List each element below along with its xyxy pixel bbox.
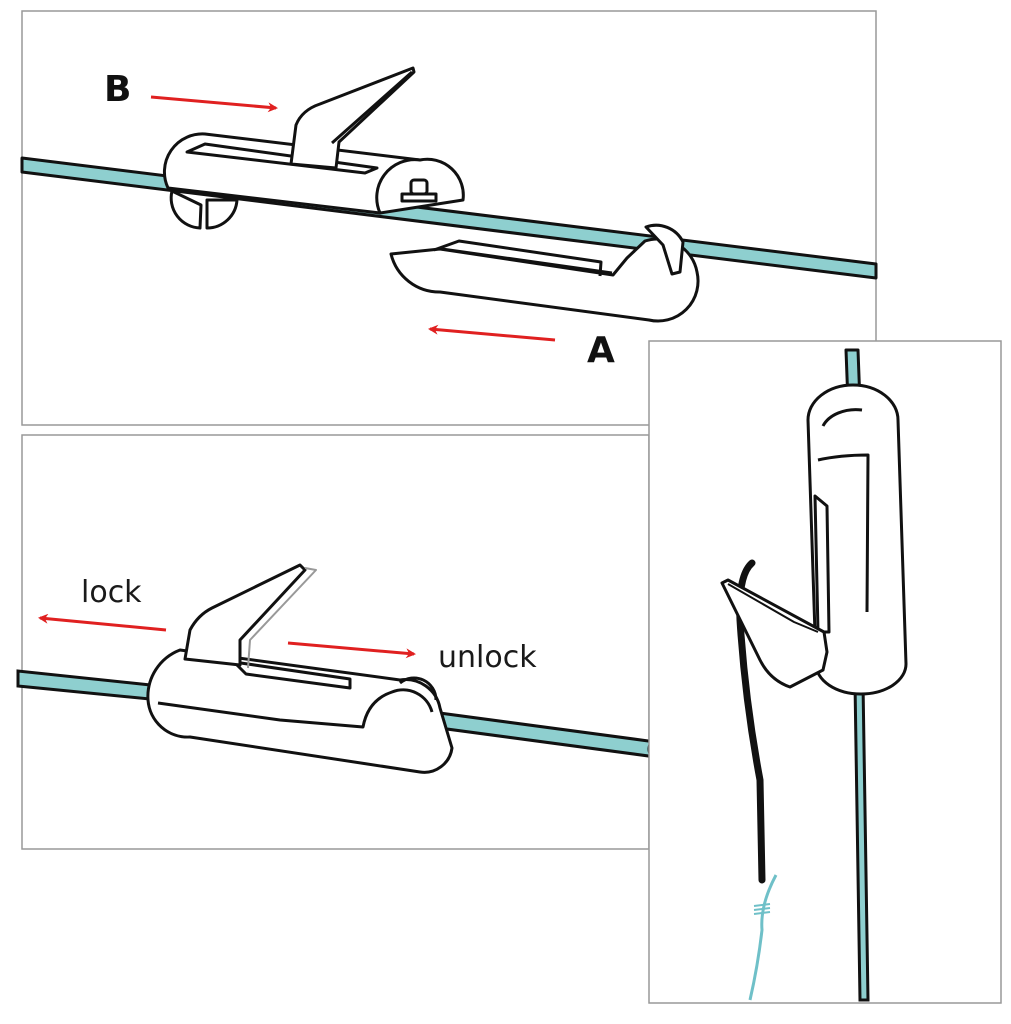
label-lock: lock xyxy=(81,575,142,610)
panel-top: B A xyxy=(20,10,878,426)
leader-line xyxy=(736,559,766,884)
panel-right xyxy=(648,340,1002,1004)
label-b: B xyxy=(104,69,131,110)
knot xyxy=(753,903,771,915)
clip-lockable xyxy=(146,563,454,774)
panel-bottom-left: lock unlock xyxy=(16,434,663,850)
tippet-line xyxy=(748,874,778,1001)
arrow-lock xyxy=(38,613,167,632)
label-a: A xyxy=(587,330,615,371)
label-unlock: unlock xyxy=(438,640,537,675)
arrow-a xyxy=(428,324,556,342)
clip-vertical xyxy=(720,383,908,696)
panel-bottom-left-border xyxy=(21,434,650,850)
arrow-b xyxy=(150,95,278,113)
clip-lower xyxy=(389,223,700,323)
arrow-unlock xyxy=(287,641,416,659)
clip-upper xyxy=(162,66,465,230)
